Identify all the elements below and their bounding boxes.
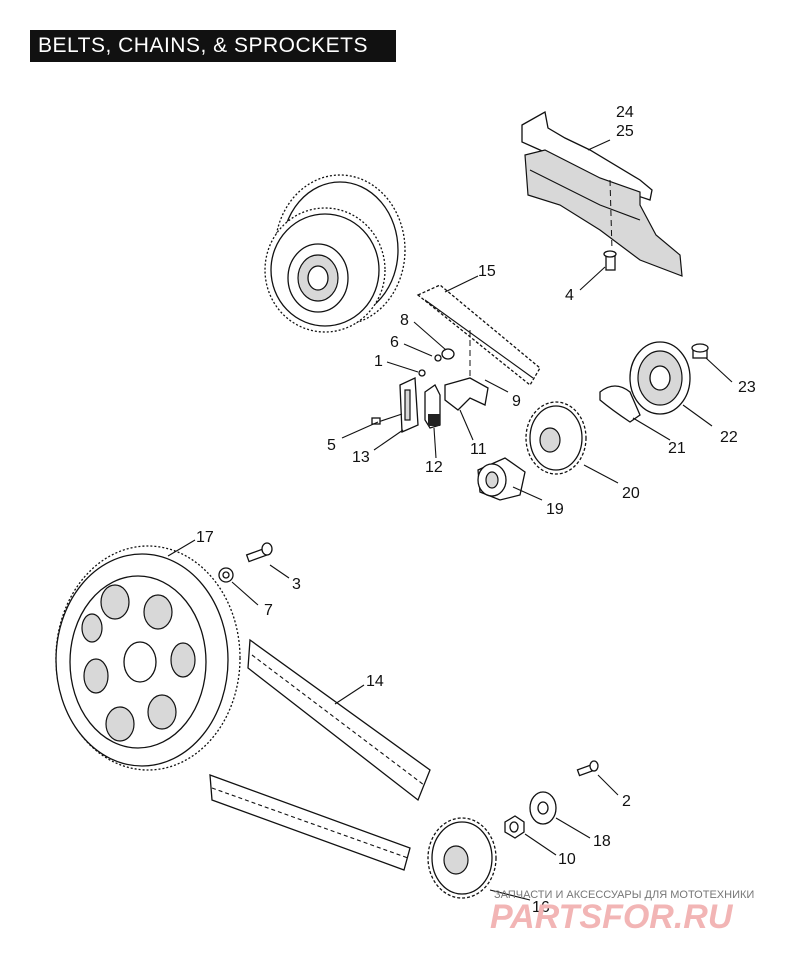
callout-3: 3 — [292, 576, 301, 593]
leader-lines — [167, 139, 733, 901]
part-screw-2 — [576, 760, 599, 777]
callout-8: 8 — [400, 312, 409, 329]
callout-21: 21 — [668, 440, 686, 457]
part-spacer-19 — [477, 457, 526, 501]
callout-18: 18 — [593, 833, 611, 850]
part-engine-sprocket — [525, 401, 587, 475]
watermark-logo: PARTSFOR.RU — [490, 898, 734, 936]
part-transmission-sprocket — [427, 817, 497, 899]
callout-11: 11 — [470, 441, 487, 458]
callout-22: 22 — [720, 429, 738, 446]
callout-12: 12 — [425, 459, 443, 476]
part-bolt-3 — [245, 542, 273, 563]
part-screw-4 — [603, 250, 617, 271]
callout-6: 6 — [390, 334, 399, 351]
callout-17: 17 — [196, 529, 214, 546]
page-title: BELTS, CHAINS, & SPROCKETS — [30, 30, 396, 62]
callout-9: 9 — [512, 393, 521, 410]
part-compensator-21 — [599, 385, 641, 423]
watermark: ЗАПЧАСТИ И АКСЕССУАРЫ ДЛЯ МОТОТЕХНИКИ PA… — [490, 889, 754, 936]
part-clutch-assembly — [264, 174, 406, 333]
callout-15: 15 — [478, 263, 496, 280]
callout-7: 7 — [264, 602, 273, 619]
part-bolt-23 — [691, 343, 709, 359]
part-rear-pulley — [55, 545, 241, 771]
part-nut-10 — [504, 815, 525, 839]
callout-1: 1 — [374, 353, 383, 370]
part-primary-chain-cover — [521, 110, 683, 277]
watermark-caption: ЗАПЧАСТИ И АКСЕССУАРЫ ДЛЯ МОТОТЕХНИКИ — [494, 889, 754, 901]
part-washer-7 — [218, 567, 234, 583]
callout-labels: 24 25 4 15 8 6 1 9 5 13 12 11 23 22 21 2… — [196, 104, 756, 916]
callout-13: 13 — [352, 449, 370, 466]
callout-2: 2 — [622, 793, 631, 810]
callout-16: 16 — [532, 899, 550, 916]
callout-25: 25 — [616, 123, 634, 140]
callout-14: 14 — [366, 673, 384, 690]
callout-20: 20 — [622, 485, 640, 502]
callout-23: 23 — [738, 379, 756, 396]
part-compensator-cover-22 — [629, 341, 691, 415]
callout-24: 24 — [616, 104, 634, 121]
part-chain-tensioner-group — [371, 348, 489, 433]
callout-10: 10 — [558, 851, 576, 868]
callout-19: 19 — [546, 501, 564, 518]
part-primary-chain — [416, 284, 541, 392]
part-lock-plate-18 — [529, 791, 557, 825]
callout-5: 5 — [327, 437, 336, 454]
part-drive-belt — [209, 638, 431, 871]
callout-4: 4 — [565, 287, 574, 304]
